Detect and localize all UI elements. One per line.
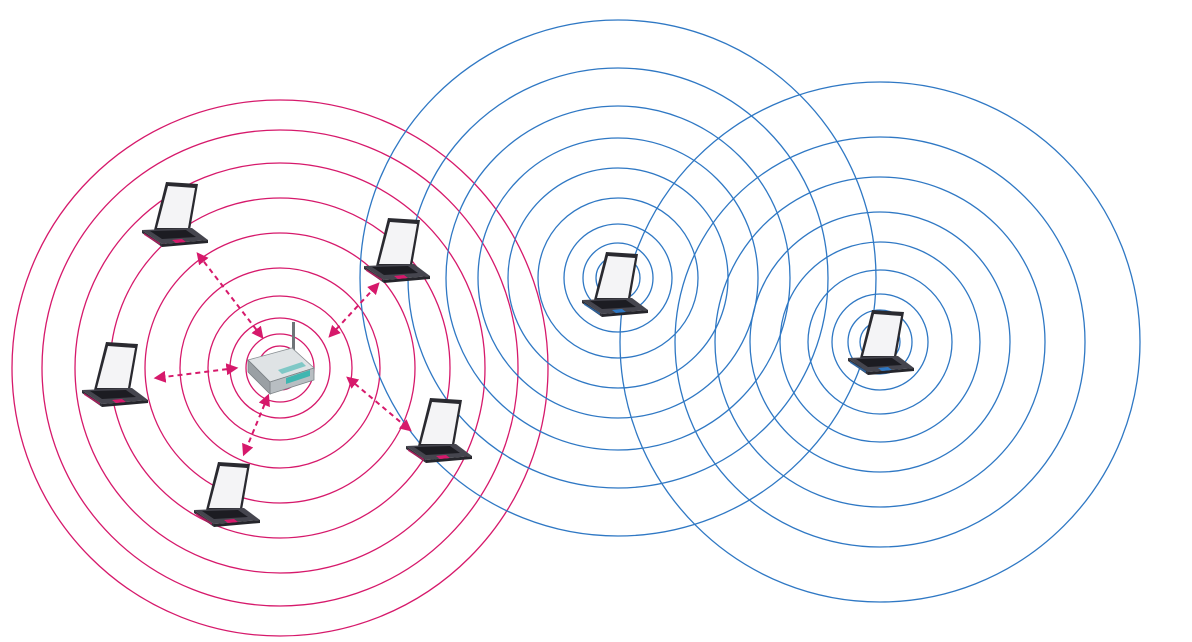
adhoc-b-signal-rings — [619, 81, 1141, 603]
link-router-laptop-top-right — [328, 282, 380, 338]
laptop-icon — [194, 462, 260, 527]
router-icon — [247, 322, 315, 395]
router-antenna — [292, 322, 295, 354]
signal-ring — [74, 162, 486, 574]
signal-ring — [359, 19, 877, 537]
signal-ring — [563, 223, 673, 333]
signal-ring — [144, 232, 416, 504]
laptop-icon — [582, 252, 648, 317]
signal-ring — [477, 137, 759, 419]
laptop-icon — [142, 182, 208, 247]
signal-ring — [619, 81, 1141, 603]
signal-ring — [807, 269, 953, 415]
link-router-laptop-left — [153, 363, 239, 383]
signal-ring — [11, 99, 549, 637]
signal-ring — [537, 197, 699, 359]
signal-ring — [847, 309, 913, 375]
signal-ring — [714, 176, 1046, 508]
signal-ring — [831, 293, 929, 391]
router-side — [247, 359, 271, 395]
link-router-laptop-bottom-right — [346, 376, 412, 432]
router-accent-top — [278, 362, 306, 374]
signal-ring — [749, 211, 1011, 473]
link-router-laptop-top-left — [196, 252, 264, 339]
laptop-icon — [364, 218, 430, 283]
signal-ring — [445, 105, 791, 451]
laptop-icon — [406, 398, 472, 463]
router-accent — [286, 370, 310, 384]
laptops — [82, 182, 914, 527]
signal-ring — [779, 241, 981, 443]
signal-ring — [674, 136, 1086, 548]
laptop-icon — [82, 342, 148, 407]
link-router-laptop-bottom — [242, 393, 270, 457]
router-links — [153, 252, 412, 457]
signal-ring — [41, 129, 519, 607]
